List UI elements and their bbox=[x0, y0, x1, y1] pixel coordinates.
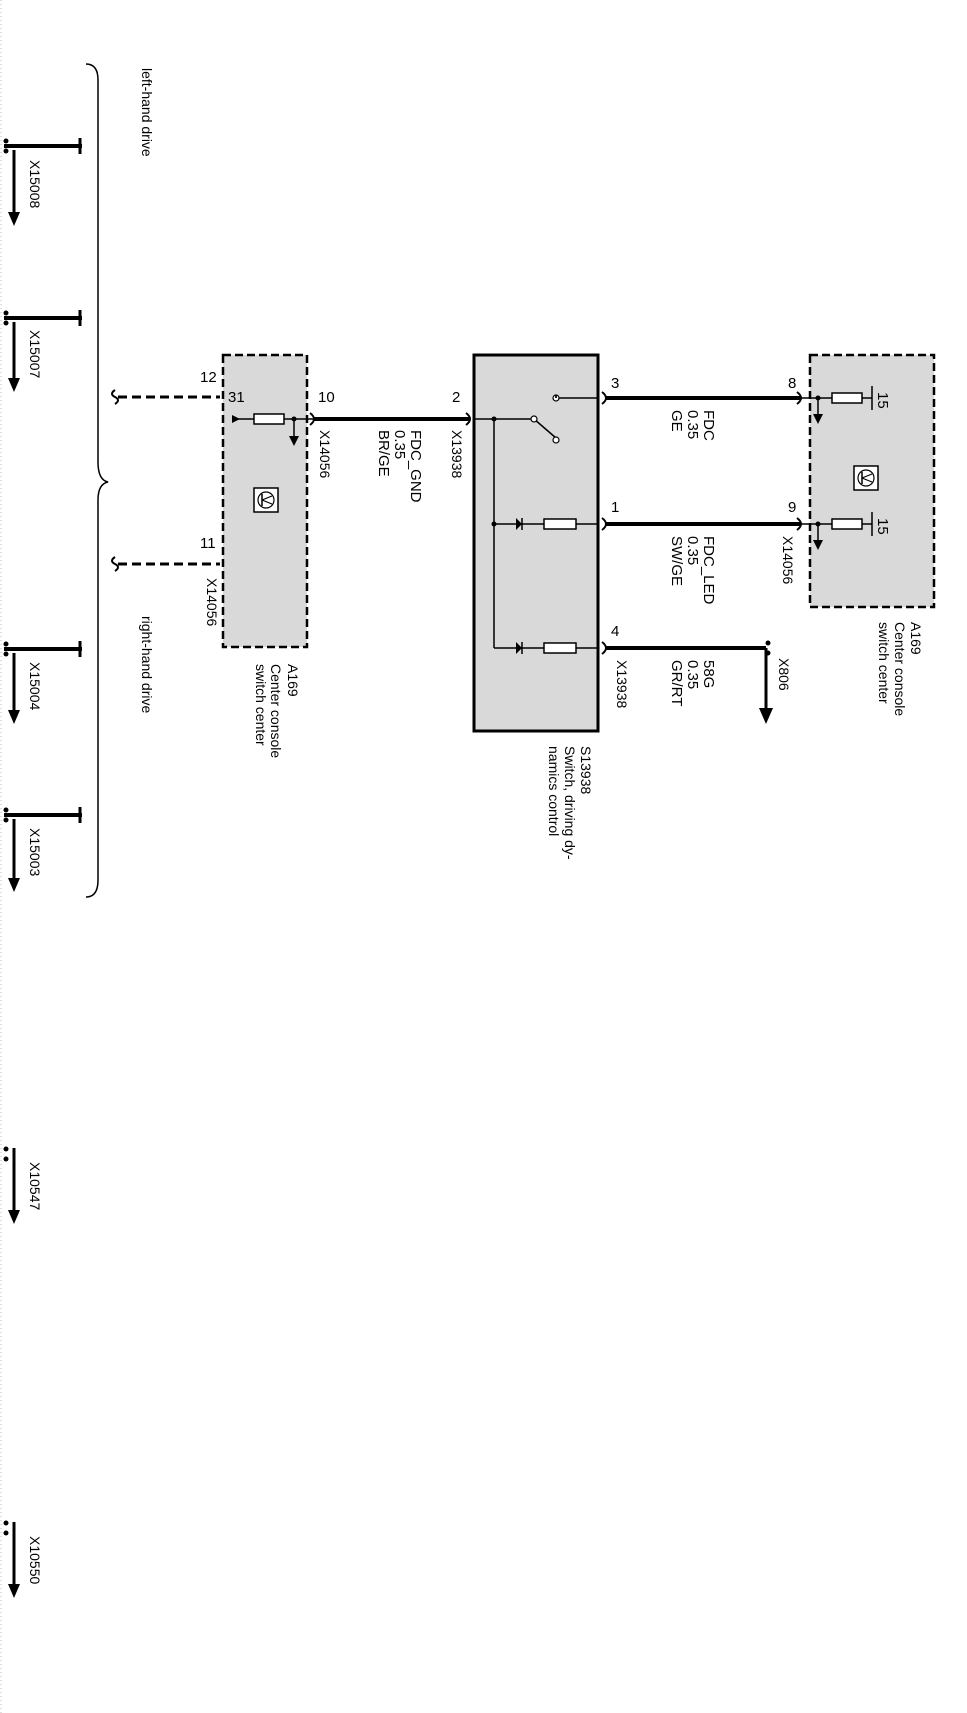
module-name: switch center bbox=[253, 664, 269, 746]
resistor-rhd bbox=[232, 413, 314, 446]
connector-label: X14056 bbox=[780, 536, 796, 584]
wire-size: 0.35 bbox=[391, 430, 408, 459]
module-name: Center console bbox=[268, 664, 284, 758]
ground-connector-x15007 bbox=[3, 310, 82, 392]
module-name: switch center bbox=[876, 622, 892, 704]
connector-label: X15008 bbox=[27, 160, 43, 208]
wire-size: 0.35 bbox=[684, 536, 701, 565]
drive-variant-brace bbox=[85, 63, 109, 898]
wire-color: BR/GE bbox=[375, 430, 392, 477]
connector-label: X14056 bbox=[317, 430, 333, 478]
connector-label: X14056 bbox=[204, 578, 220, 626]
pin-label: 1 bbox=[611, 499, 619, 516]
wire-name: FDC_LED bbox=[700, 536, 717, 605]
connector-label: X15003 bbox=[27, 828, 43, 876]
pin-label: 10 bbox=[318, 389, 335, 406]
connector-label: X15007 bbox=[27, 330, 43, 378]
connector-label: X806 bbox=[776, 658, 792, 691]
ground-connector-x15003 bbox=[3, 807, 82, 892]
transistor-icon bbox=[853, 465, 879, 491]
wire-name: FDC bbox=[700, 410, 717, 441]
resistor-lhd-top bbox=[801, 386, 873, 424]
wire-color: GR/RT bbox=[668, 660, 685, 706]
component-id: S13938 bbox=[578, 746, 594, 794]
connector-label: X15004 bbox=[27, 662, 43, 710]
switch-s13938 bbox=[472, 353, 600, 733]
pin-label: 8 bbox=[788, 375, 796, 392]
ground-connector-x15008 bbox=[3, 138, 82, 226]
pin-label: 3 bbox=[611, 375, 619, 392]
pin-label: 15 bbox=[874, 392, 891, 409]
module-id: A169 bbox=[285, 664, 301, 697]
ground-connector-x15004 bbox=[3, 641, 82, 724]
right-hand-drive-label: right-hand drive bbox=[139, 616, 155, 713]
switch-internals bbox=[474, 394, 598, 654]
pin-label: 15 bbox=[874, 518, 891, 535]
wire-size: 0.35 bbox=[684, 410, 701, 439]
pin-label: 2 bbox=[452, 389, 460, 406]
pin-label: 31 bbox=[228, 389, 245, 406]
component-name: Switch, driving dy- bbox=[562, 746, 578, 860]
wire-size: 0.35 bbox=[684, 660, 701, 689]
connector-label: X13938 bbox=[449, 430, 465, 478]
component-name: namics control bbox=[546, 746, 562, 836]
wire-name: 58G bbox=[700, 660, 717, 688]
pin-label: 4 bbox=[611, 623, 619, 640]
wire-color: SW/GE bbox=[668, 536, 685, 586]
pin-label: 9 bbox=[788, 499, 796, 516]
ground-connector-x806 bbox=[759, 640, 773, 724]
connector-label: X10547 bbox=[27, 1162, 43, 1210]
module-name: Center console bbox=[892, 622, 908, 716]
module-id: A169 bbox=[908, 622, 924, 655]
connector-label: X13938 bbox=[614, 660, 630, 708]
wire-name: FDC_GND bbox=[407, 430, 424, 503]
wire-color: GE bbox=[668, 410, 685, 432]
transistor-icon bbox=[253, 487, 279, 513]
ground-connector-x10550 bbox=[3, 1520, 20, 1598]
left-hand-drive-label: left-hand drive bbox=[139, 68, 155, 157]
connector-label: X10550 bbox=[27, 1536, 43, 1584]
pin-label: 11 bbox=[200, 535, 216, 552]
ground-connector-x10547 bbox=[3, 1146, 20, 1224]
resistor-lhd-bottom bbox=[801, 512, 873, 550]
pin-label: 12 bbox=[200, 369, 217, 386]
